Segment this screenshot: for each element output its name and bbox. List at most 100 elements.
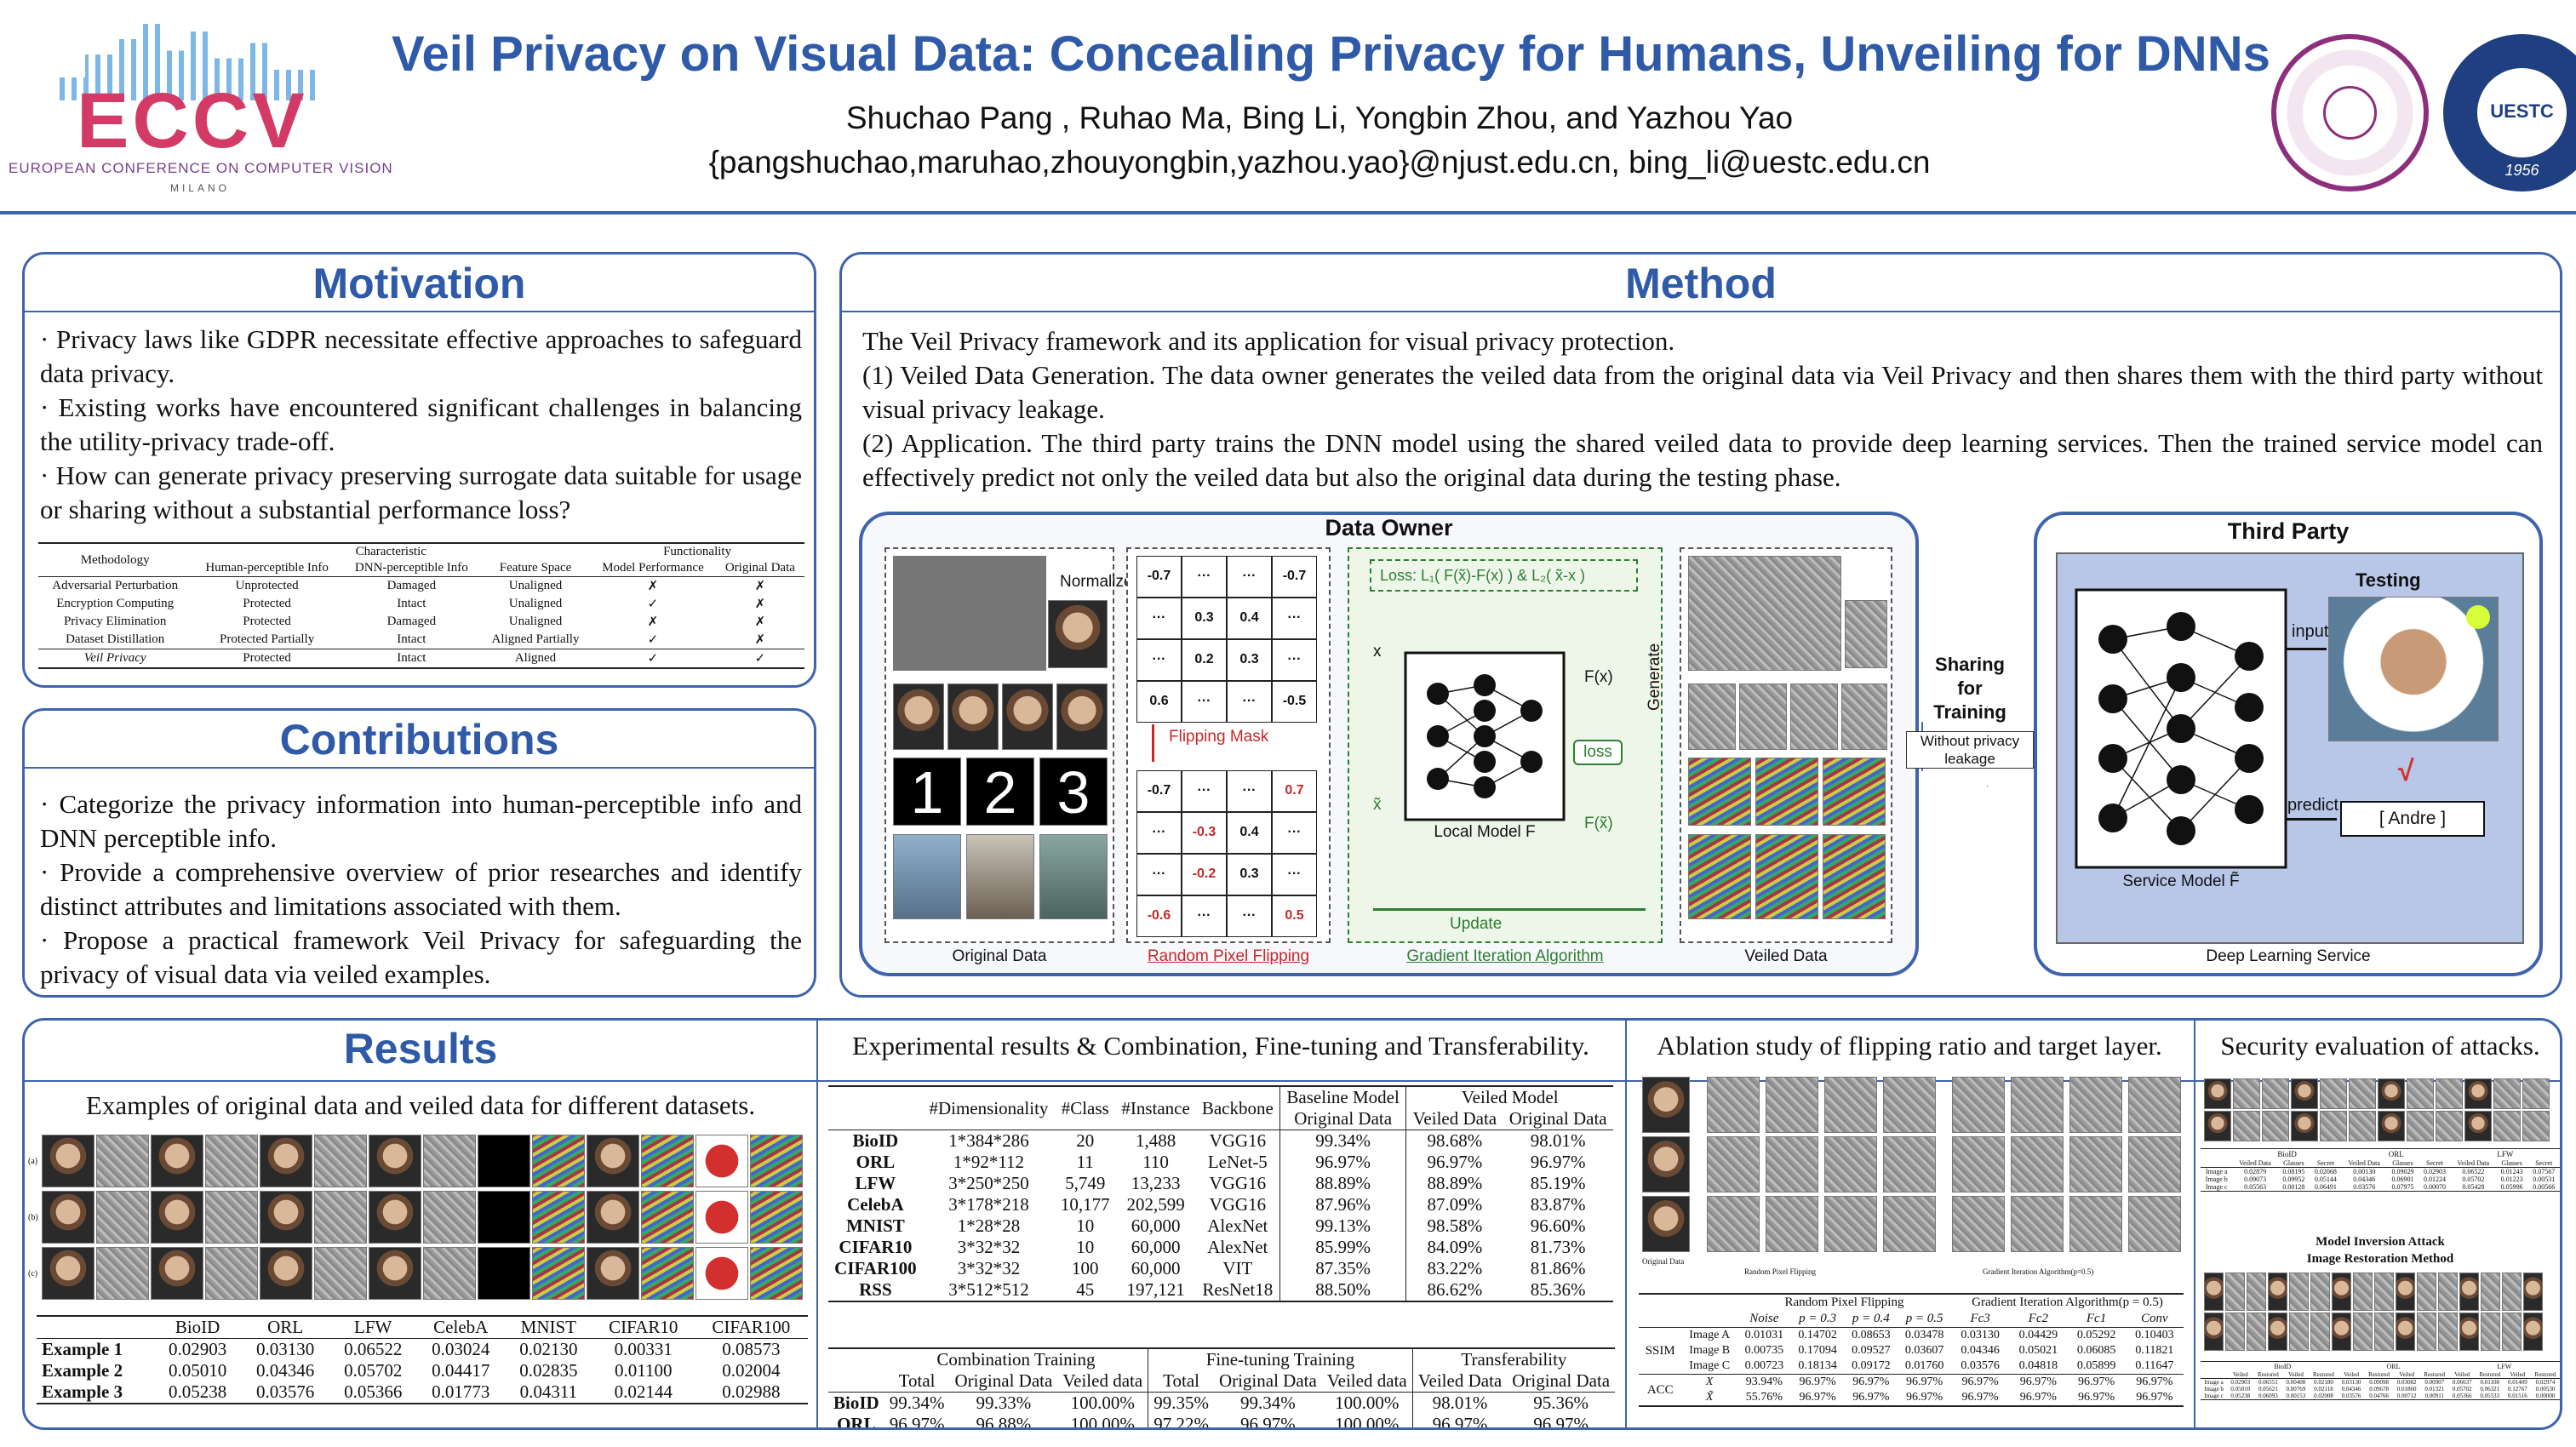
contributions-bullets: · Categorize the privacy information int… <box>40 787 802 992</box>
matrix-cell: ··· <box>1227 681 1272 723</box>
row-label-a: (a) <box>28 1157 38 1166</box>
eccv-logo: ECCV EUROPEAN CONFERENCE ON COMPUTER VIS… <box>9 17 392 196</box>
random-pixel-flipping-box <box>1126 547 1331 943</box>
example-original-image <box>696 1135 748 1187</box>
example-original-image <box>260 1247 312 1300</box>
security-image <box>2320 1111 2347 1141</box>
example-original-image <box>478 1135 530 1187</box>
face-image <box>893 556 1046 671</box>
input-label: input <box>2292 622 2329 641</box>
example-veiled-image <box>314 1135 367 1187</box>
ablation-title: Ablation study of flipping ratio and tar… <box>1657 1031 2162 1061</box>
irm-label: Image Restoration Method <box>2306 1252 2454 1266</box>
example-veiled-image <box>423 1247 476 1300</box>
matrix-cell: 0.2 <box>1182 639 1227 681</box>
ablation-veiled-image <box>1952 1077 2005 1133</box>
security-image <box>2523 1273 2543 1311</box>
security-image <box>2353 1273 2373 1311</box>
example-original-image <box>696 1247 748 1300</box>
method-p0: The Veil Privacy framework and its appli… <box>862 326 1675 356</box>
without-leakage-label: Without privacy leakage <box>1906 731 2034 769</box>
ablation-veiled-image <box>1883 1196 1936 1252</box>
contribution-bullet: · Propose a practical framework Veil Pri… <box>40 925 802 989</box>
contribution-bullet: · Provide a comprehensive overview of pr… <box>40 857 802 921</box>
security-image <box>2438 1313 2458 1351</box>
conference-name: EUROPEAN CONFERENCE ON COMPUTER VISION <box>9 160 393 176</box>
motivation-panel: Motivation · Privacy laws like GDPR nece… <box>22 252 816 688</box>
veiled-image <box>1688 683 1736 750</box>
matrix-cell: -0.6 <box>1136 895 1182 937</box>
ablation-veiled-image <box>2069 1077 2122 1133</box>
th-sub: Human-perceptible Info <box>205 561 329 575</box>
example-original-image <box>478 1191 530 1244</box>
security-image <box>2522 1078 2550 1109</box>
veiled-image <box>1688 758 1751 826</box>
matrix-cell: 0.3 <box>1227 854 1272 895</box>
security-image <box>2522 1111 2550 1141</box>
veiled-image <box>1845 600 1887 668</box>
ablation-original-image <box>1642 1077 1690 1133</box>
contributions-panel: Contributions · Categorize the privacy i… <box>22 708 816 998</box>
examples-grid <box>42 1135 808 1305</box>
th-char: Characteristic <box>355 545 426 558</box>
row-label-c: (c) <box>28 1269 38 1278</box>
motivation-bullet: · How can generate privacy preserving su… <box>40 460 802 524</box>
poster-emails: {pangshuchao,maruhao,zhouyongbin,yazhou.… <box>708 145 1931 180</box>
example-original-image <box>151 1247 203 1300</box>
example-veiled-image <box>205 1135 258 1187</box>
matrix-cell: ··· <box>1227 895 1272 937</box>
third-party-box: Third Party Service Model F̃ Testing inp… <box>2034 512 2543 976</box>
results-panel: Results Examples of original data and ve… <box>22 1018 2562 1430</box>
security-image <box>2268 1273 2287 1311</box>
security-image <box>2481 1313 2500 1351</box>
face-image <box>947 683 999 750</box>
example-original-image <box>369 1247 421 1300</box>
ablation-veiled-image <box>1766 1077 1818 1133</box>
col-divider <box>1625 1021 1627 1427</box>
matrix-cell: 0.6 <box>1136 681 1182 723</box>
matrix-cell: -0.7 <box>1136 770 1182 812</box>
security-image <box>2464 1078 2492 1109</box>
example-veiled-image <box>205 1191 258 1244</box>
gia-label: Gradient Iteration Algorithm <box>1406 947 1604 965</box>
check-icon: √ <box>2398 755 2414 787</box>
security-image <box>2493 1078 2521 1109</box>
matrix-cell: ··· <box>1272 598 1317 639</box>
security-image <box>2310 1313 2330 1351</box>
veiled-image <box>1755 758 1818 826</box>
security-image <box>2378 1111 2405 1141</box>
motivation-title: Motivation <box>25 255 814 312</box>
data-owner-box: Data Owner 1 2 3 Original Data Normalize… <box>859 512 1919 976</box>
veiled-data-box <box>1680 547 1892 943</box>
tennis-ball-icon <box>2466 605 2490 629</box>
security-image <box>2204 1313 2224 1351</box>
update-arrow-icon <box>1373 908 1646 911</box>
example-original-image <box>42 1191 94 1244</box>
fx-label: F(x) <box>1584 668 1613 686</box>
service-model-network-icon <box>2075 588 2287 869</box>
matrix-cell: ··· <box>1136 598 1182 639</box>
example-veiled-image <box>314 1247 367 1300</box>
face-image <box>1002 683 1053 750</box>
security-image <box>2436 1078 2463 1109</box>
security-image <box>2262 1078 2289 1109</box>
generate-label: Generate <box>1646 643 1663 711</box>
digit-image: 2 <box>966 758 1034 826</box>
example-original-image <box>587 1247 639 1300</box>
security-image <box>2417 1313 2436 1351</box>
ablation-veiled-image <box>1824 1136 1877 1192</box>
security-image <box>2233 1078 2260 1109</box>
security-image <box>2262 1111 2289 1141</box>
fxt-label: F(x̃) <box>1584 815 1613 832</box>
